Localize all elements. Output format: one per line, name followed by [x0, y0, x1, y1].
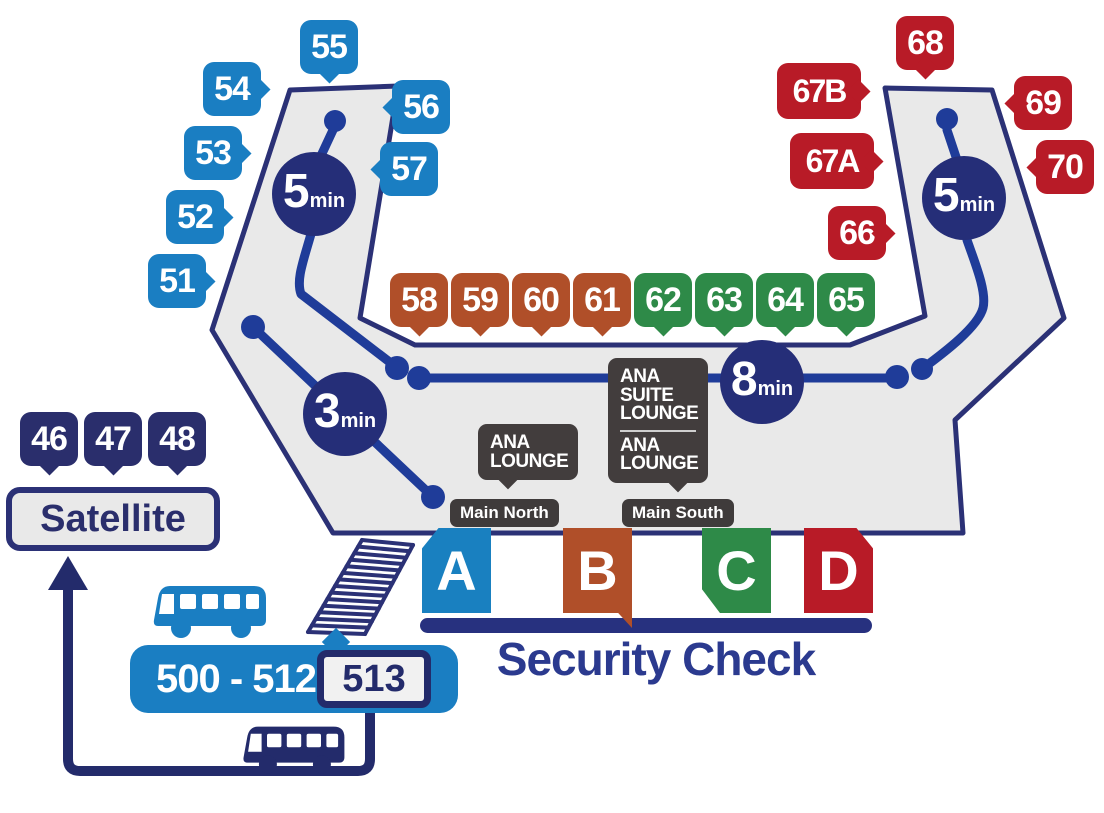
main-north-label: Main North [450, 499, 559, 528]
walk-time-value: 5 [932, 169, 960, 222]
bus-to-satellite-route [48, 556, 375, 776]
gate-badge-62: 62 [634, 273, 692, 327]
bus-icon-light [153, 586, 266, 638]
up-arrow-icon [48, 556, 88, 590]
bus-gate-513-badge: 513 [317, 650, 431, 708]
main-south-label: Main South [622, 499, 734, 528]
gate-badge-58: 58 [390, 273, 448, 327]
checkpoint-a-badge: A [422, 528, 491, 613]
gate-badge-69: 69 [1014, 76, 1072, 130]
walk-time-unit: min [309, 190, 346, 212]
gate-badge-64: 64 [756, 273, 814, 327]
gate-badge-57: 57 [380, 142, 438, 196]
gate-badge-67a: 67A [790, 133, 874, 189]
lounge-text-line: LOUNGE [490, 450, 569, 472]
stairs-icon [306, 538, 415, 636]
lounge-text-line: LOUNGE [620, 403, 699, 425]
satellite-label-box: Satellite [6, 487, 220, 551]
gate-badge-46: 46 [20, 412, 78, 466]
gate-badge-48: 48 [148, 412, 206, 466]
gate-badge-70: 70 [1036, 140, 1094, 194]
gate-badge-66: 66 [828, 206, 886, 260]
checkpoint-b-badge: B [563, 528, 632, 628]
walk-time-unit: min [959, 194, 996, 216]
ana-suite-lounge-label: ANA SUITE LOUNGE ANA LOUNGE [608, 358, 708, 484]
gate-badge-55: 55 [300, 20, 358, 74]
ana-lounge-north-label: ANA LOUNGE [478, 424, 578, 481]
walk-time-value: 8 [730, 353, 758, 406]
gate-badge-56: 56 [392, 80, 450, 134]
walk-time-value: 3 [313, 385, 341, 438]
gate-badge-68: 68 [896, 16, 954, 70]
checkpoint-c-badge: C [702, 528, 771, 613]
gate-badge-61: 61 [573, 273, 631, 327]
security-check-label: Security Check [496, 633, 816, 685]
gate-badge-65: 65 [817, 273, 875, 327]
lounge-text-line: ANA [620, 366, 660, 387]
walk-time-value: 5 [282, 165, 310, 218]
gate-badge-54: 54 [203, 62, 261, 116]
gate-badge-53: 53 [184, 126, 242, 180]
gate-badge-47: 47 [84, 412, 142, 466]
gate-badge-63: 63 [695, 273, 753, 327]
lounge-text-line: ANA [490, 432, 530, 453]
lounge-text-line: ANA [620, 434, 660, 456]
walkway-dots [241, 108, 958, 509]
gate-badge-51: 51 [148, 254, 206, 308]
lounge-text-line: SUITE [620, 384, 674, 406]
lounge-text-line: LOUNGE [620, 453, 699, 475]
gate-badge-60: 60 [512, 273, 570, 327]
walk-time-unit: min [757, 378, 794, 400]
gate-badge-59: 59 [451, 273, 509, 327]
gate-badge-67b: 67B [777, 63, 861, 119]
lounge-divider [620, 429, 696, 432]
gate-badge-52: 52 [166, 190, 224, 244]
bus-icon-dark [243, 726, 345, 774]
walk-time-unit: min [340, 410, 377, 432]
checkpoint-d-badge: D [804, 528, 873, 613]
security-check-bar [420, 618, 872, 633]
